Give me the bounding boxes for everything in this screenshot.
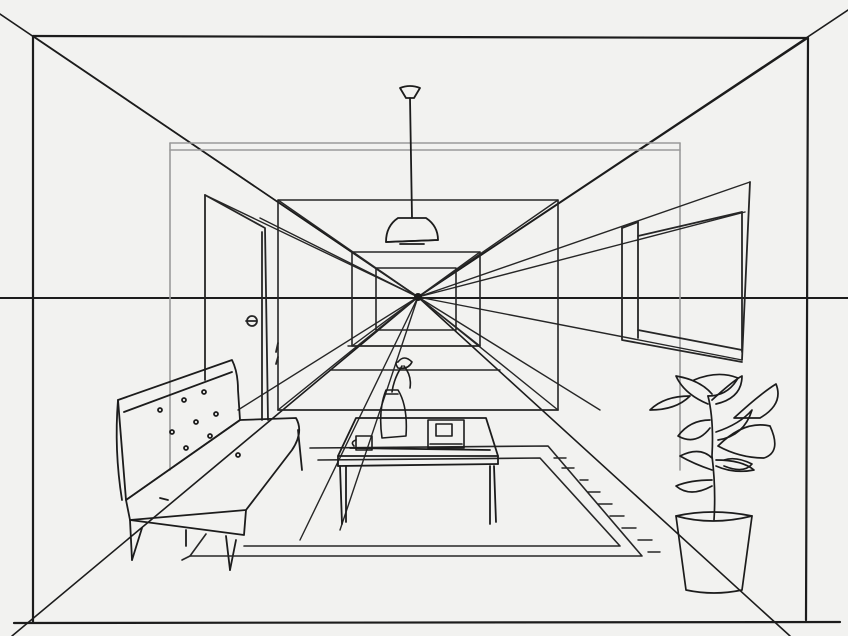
cup <box>351 435 373 451</box>
vanishing-point <box>414 293 422 301</box>
outer-frame <box>12 34 842 625</box>
rug <box>181 445 661 561</box>
left-door <box>204 194 279 421</box>
book-box <box>427 419 465 449</box>
pendant-lamp <box>385 85 439 245</box>
potted-plant <box>649 373 779 594</box>
right-window <box>621 181 751 363</box>
sofa <box>115 359 303 571</box>
coffee-table <box>337 417 499 525</box>
vase <box>379 357 413 439</box>
guide-rectangle <box>169 142 681 471</box>
